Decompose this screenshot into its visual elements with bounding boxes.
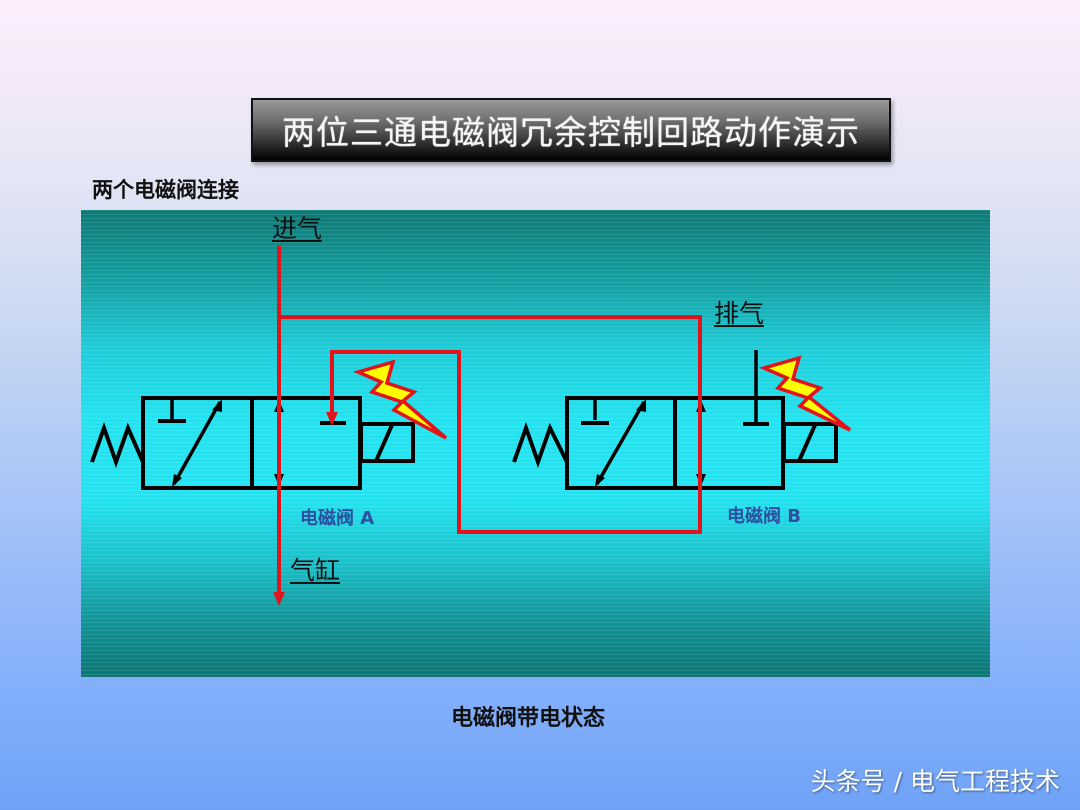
inlet-branch-line bbox=[279, 315, 702, 534]
lightning-icon bbox=[758, 355, 852, 432]
watermark: 头条号 / 电气工程技术 bbox=[810, 767, 1060, 796]
title-banner: 两位三通电磁阀冗余控制回路动作演示 bbox=[251, 98, 891, 162]
inlet-label: 进气 bbox=[272, 214, 323, 243]
arrow-icon bbox=[595, 401, 646, 485]
exhaust-label: 排气 bbox=[714, 299, 765, 328]
arrow-icon bbox=[172, 401, 222, 485]
flow-lines bbox=[273, 246, 702, 606]
diagram-panel bbox=[81, 210, 990, 677]
solenoid-coil-icon bbox=[359, 422, 415, 463]
valve-b bbox=[512, 350, 852, 490]
page-title: 两位三通电磁阀冗余控制回路动作演示 bbox=[282, 113, 860, 152]
valve-a-label: 电磁阀 A bbox=[300, 508, 375, 529]
valve-a bbox=[90, 359, 448, 490]
cylinder-label: 气缸 bbox=[290, 556, 341, 585]
solenoid-coil-icon bbox=[782, 422, 838, 463]
valve-b-label: 电磁阀 B bbox=[727, 506, 801, 527]
lightning-icon bbox=[352, 359, 448, 440]
subtitle: 两个电磁阀连接 bbox=[92, 178, 239, 202]
state-caption: 电磁阀带电状态 bbox=[451, 706, 606, 731]
spring-icon bbox=[512, 421, 569, 469]
spring-icon bbox=[90, 421, 145, 469]
